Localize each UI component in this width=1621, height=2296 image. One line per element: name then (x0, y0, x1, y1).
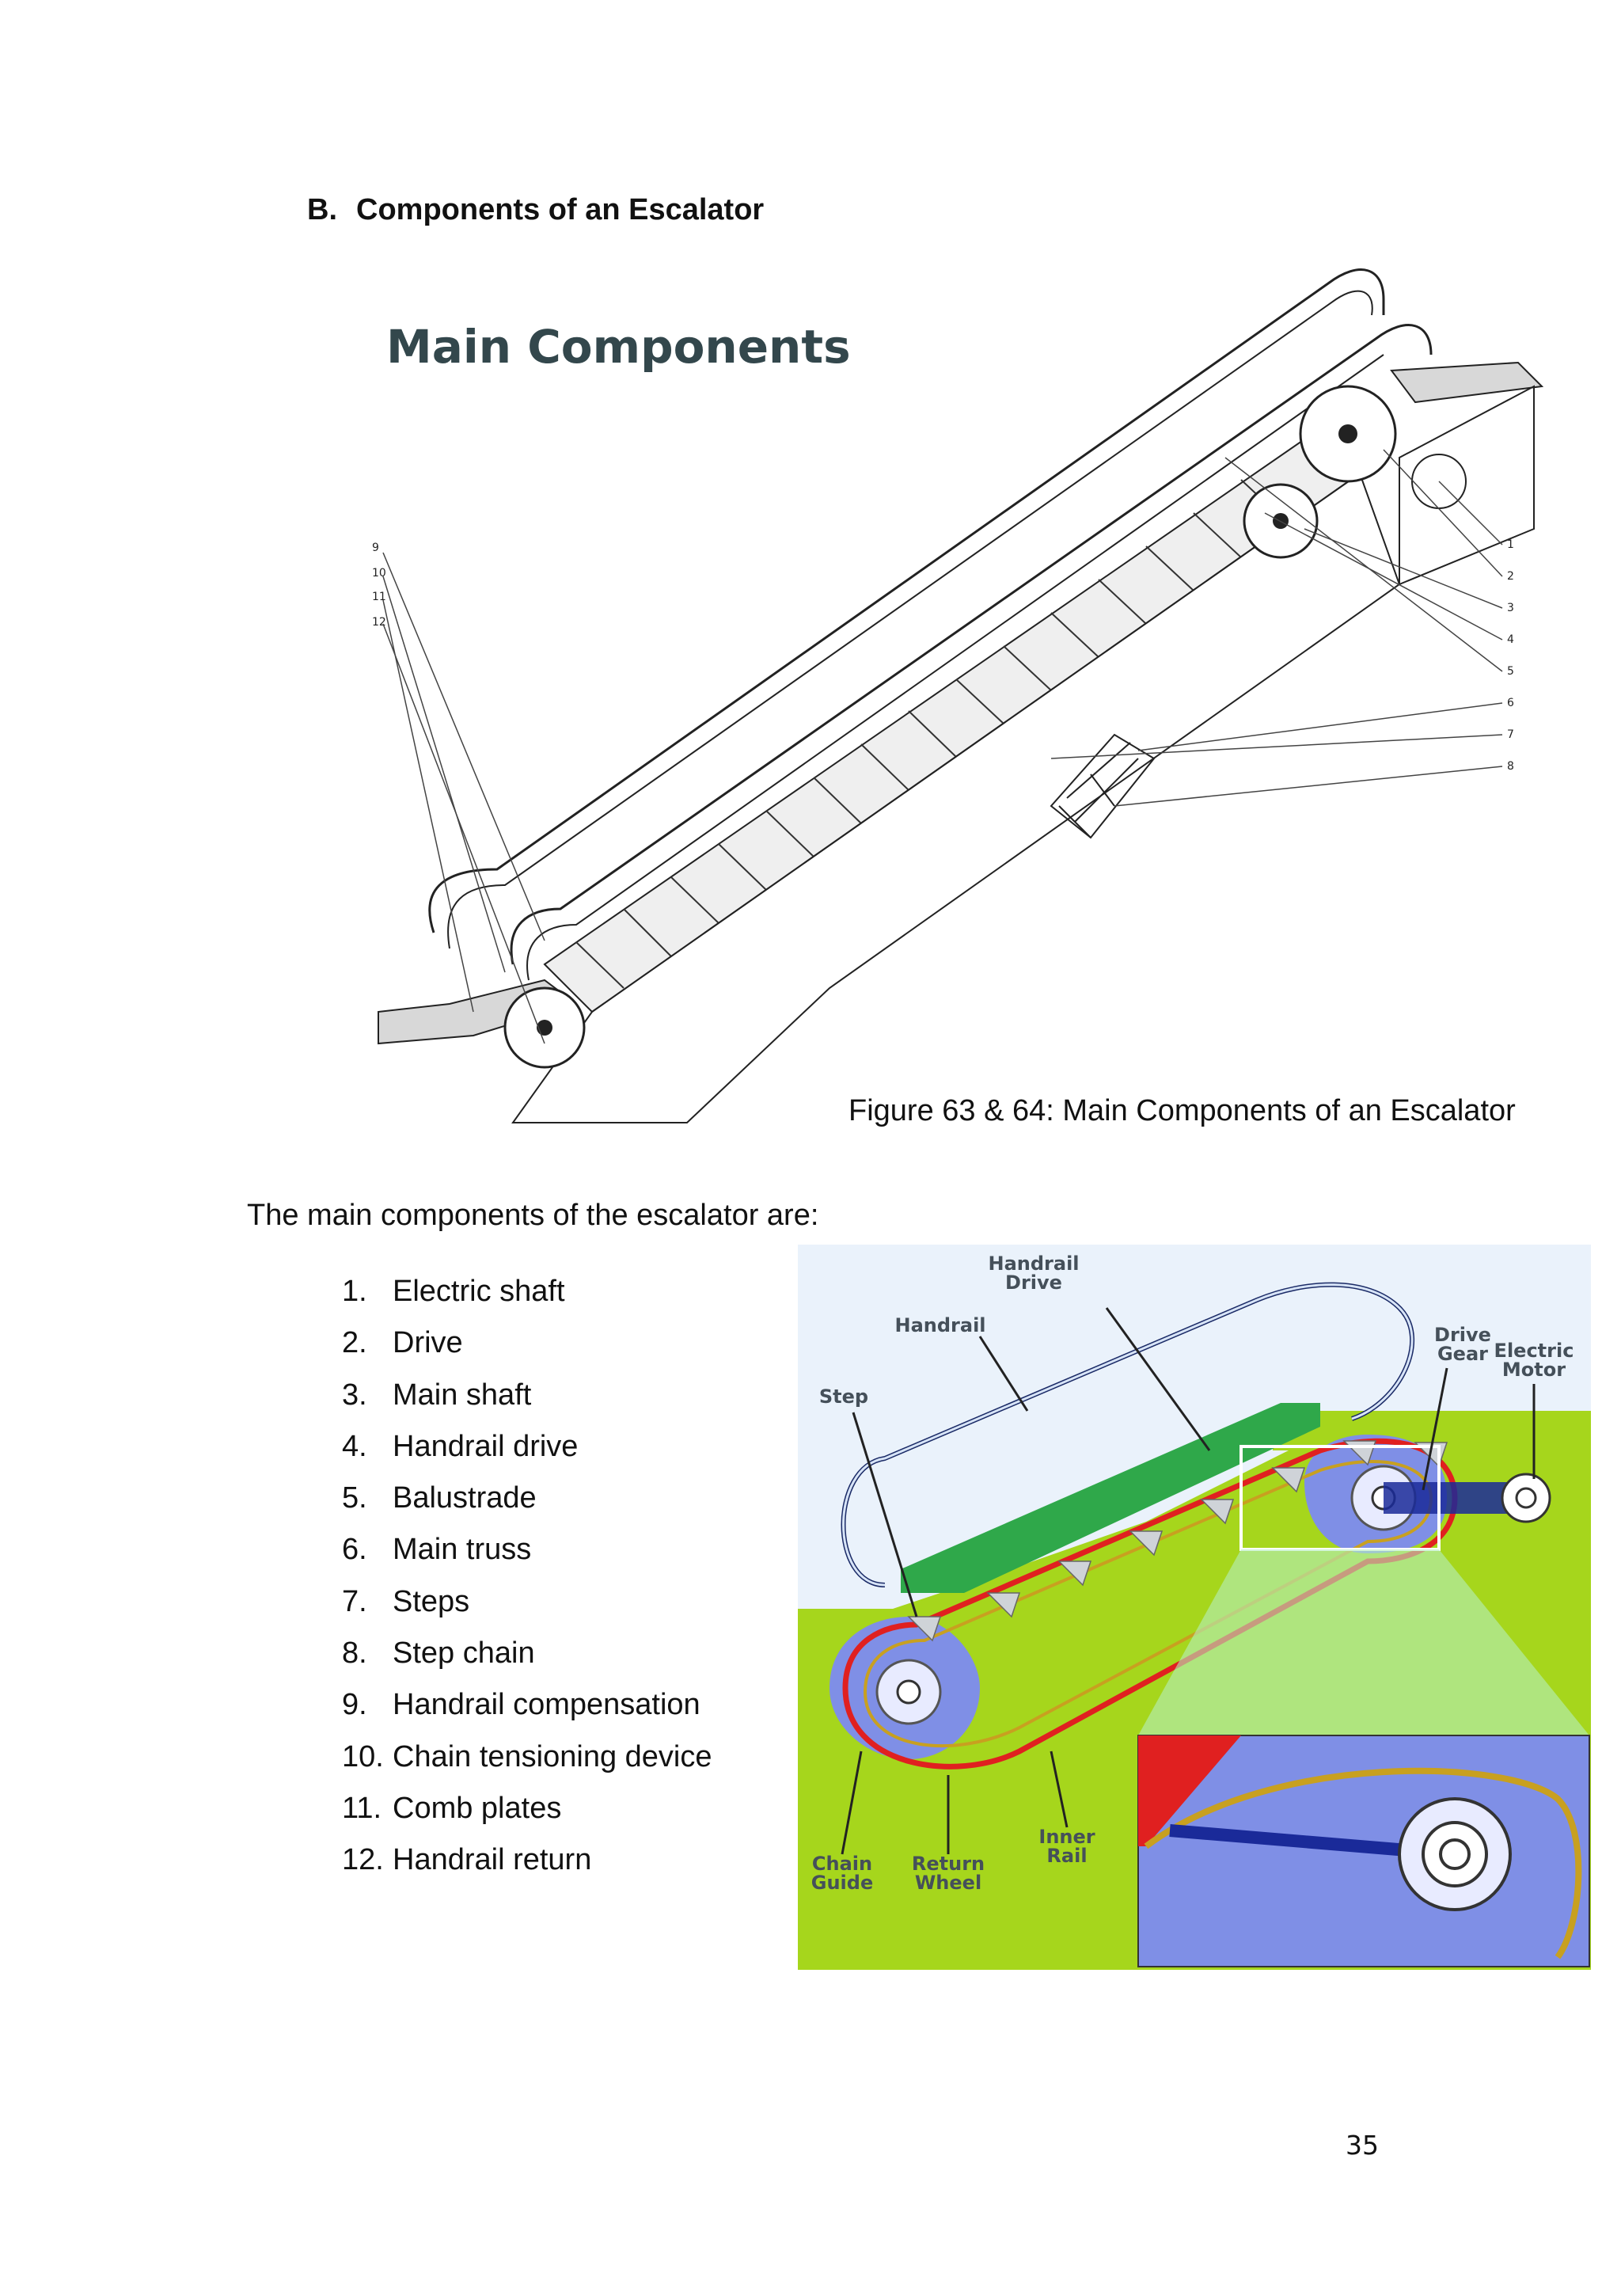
item-number: 5. (342, 1481, 367, 1515)
list-item: 5. Balustrade (342, 1481, 712, 1533)
label-electric-motor: Motor (1502, 1359, 1566, 1381)
outer-handrail (428, 268, 1385, 933)
list-item: 2. Drive (342, 1326, 712, 1378)
callout-label: 3 (1507, 602, 1514, 614)
list-item: 1. Electric shaft (342, 1275, 712, 1326)
escalator-cross-section-diagram: Handrail Drive Handrail Step Drive Gear … (798, 1245, 1591, 1970)
page-number: 35 (1346, 2130, 1379, 2161)
components-list: 1. Electric shaft 2. Drive 3. Main shaft 4.… (342, 1275, 712, 1895)
callout-label: 6 (1507, 697, 1514, 709)
item-label: Handrail return (393, 1843, 592, 1877)
list-item: 7. Steps (342, 1585, 712, 1636)
label-handrail-drive: Handrail (988, 1253, 1079, 1275)
label-inner-rail: Rail (1046, 1845, 1087, 1867)
label-return-wheel: Wheel (915, 1872, 981, 1894)
main-truss (1050, 733, 1156, 839)
list-item: 11. Comb plates (342, 1792, 712, 1843)
label-return-wheel: Return (912, 1853, 985, 1875)
item-label: Steps (393, 1584, 470, 1618)
list-item: 9. Handrail compensation (342, 1688, 712, 1739)
label-chain-guide: Chain (812, 1853, 872, 1875)
label-electric-motor: Electric (1494, 1340, 1574, 1362)
item-number: 8. (342, 1636, 367, 1671)
label-drive-gear: Drive (1434, 1324, 1491, 1346)
truss-side (511, 472, 1401, 1123)
item-label: Balustrade (393, 1481, 537, 1515)
callout-label: 10 (372, 567, 386, 580)
balustrade-panel (901, 1403, 1320, 1593)
item-label: Chain tensioning device (393, 1739, 712, 1773)
item-number: 10. (342, 1739, 384, 1773)
item-label: Electric shaft (393, 1275, 565, 1308)
figure-title: Main Components (386, 320, 851, 374)
section-letter: B. (307, 193, 337, 226)
callout-label: 11 (372, 591, 386, 603)
callout-label: 5 (1507, 665, 1514, 678)
item-label: Main shaft (393, 1378, 532, 1412)
label-drive-gear: Gear (1437, 1343, 1488, 1365)
label-chain-guide: Guide (811, 1872, 873, 1894)
callout-label: 8 (1507, 760, 1514, 773)
list-item: 6. Main truss (342, 1533, 712, 1584)
list-item: 3. Main shaft (342, 1378, 712, 1430)
item-label: Step chain (393, 1636, 535, 1671)
list-item: 4. Handrail drive (342, 1430, 712, 1481)
item-number: 12. (342, 1843, 384, 1877)
inner-handrail (510, 324, 1433, 965)
list-item: 10. Chain tensioning device (342, 1740, 712, 1792)
step-band (543, 432, 1361, 1013)
intro-text: The main components of the escalator are… (247, 1199, 819, 1232)
item-label: Main truss (393, 1533, 532, 1567)
escalator-line-drawing: Main Components 9 10 11 12 (372, 268, 1544, 1123)
left-callouts: 9 10 11 12 (372, 542, 545, 1044)
item-number: 1. (342, 1275, 367, 1308)
figure-caption: Figure 63 & 64: Main Components of an Es… (848, 1094, 1516, 1127)
callout-label: 4 (1507, 633, 1514, 646)
item-label: Drive (393, 1326, 463, 1360)
right-callouts: 1 2 3 4 5 6 7 8 (1050, 449, 1514, 807)
drive-belt (1384, 1482, 1526, 1514)
item-number: 9. (342, 1688, 367, 1722)
leader-lines (841, 1307, 1536, 1855)
item-number: 6. (342, 1533, 367, 1567)
item-number: 4. (342, 1429, 367, 1463)
section-title: Components of an Escalator (356, 193, 765, 226)
callout-label: 12 (372, 616, 386, 629)
item-number: 3. (342, 1378, 367, 1412)
list-item: 8. Step chain (342, 1636, 712, 1688)
item-number: 2. (342, 1326, 367, 1360)
item-label: Handrail compensation (393, 1688, 700, 1722)
item-label: Comb plates (393, 1791, 562, 1825)
callout-label: 1 (1507, 538, 1514, 551)
step-edges (575, 479, 1289, 989)
label-inner-rail: Inner (1038, 1826, 1095, 1848)
callout-label: 9 (372, 542, 379, 554)
label-handrail: Handrail (894, 1314, 985, 1336)
item-number: 11. (342, 1791, 382, 1825)
list-item: 12. Handrail return (342, 1843, 712, 1895)
callout-label: 7 (1507, 728, 1514, 741)
callout-label: 2 (1507, 570, 1514, 583)
item-label: Handrail drive (393, 1429, 579, 1463)
section-heading: B. Components of an Escalator (307, 193, 764, 227)
item-number: 7. (342, 1584, 367, 1618)
upper-floor-plate (1390, 361, 1544, 404)
label-step: Step (819, 1386, 868, 1408)
label-handrail-drive: Drive (1005, 1272, 1062, 1294)
